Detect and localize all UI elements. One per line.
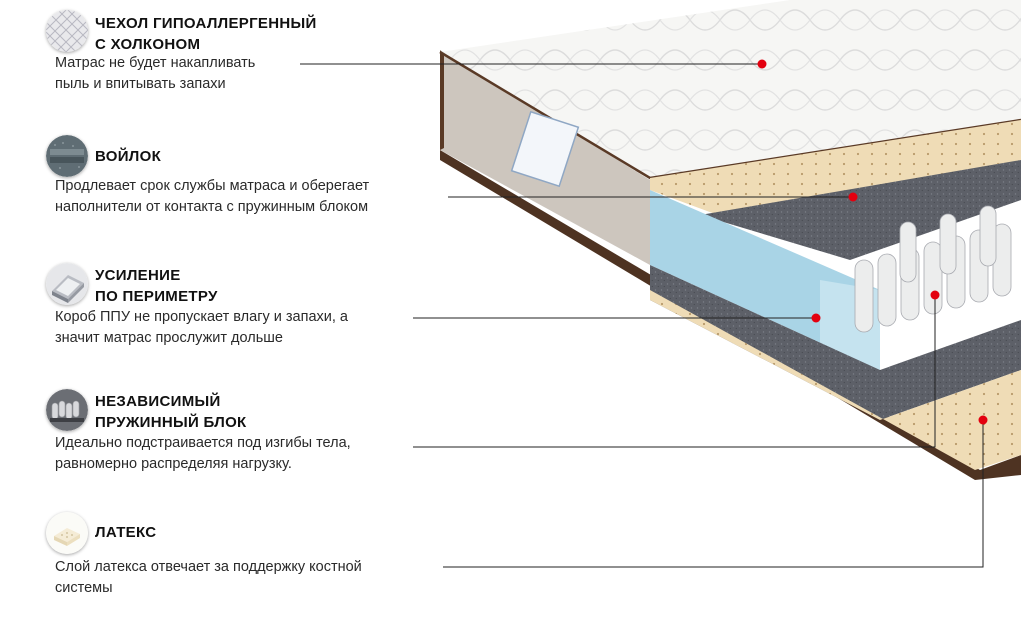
- spring-block: [854, 205, 1012, 333]
- feature-title-line1: ЛАТЕКС: [95, 524, 157, 541]
- feature-desc-line1: Матрас не будет накапливать: [55, 55, 256, 71]
- mattress-base: [440, 150, 1021, 480]
- feature-title-line1: ЧЕХОЛ ГИПОАЛЛЕРГЕННЫЙ: [95, 15, 317, 32]
- feature-desc-line1: Слой латекса отвечает за поддержку костн…: [55, 559, 362, 575]
- perimeter-frame-icon: [46, 263, 88, 305]
- feature-cover: ЧЕХОЛ ГИПОАЛЛЕРГЕННЫЙ С ХОЛКОНОМ Матрас …: [0, 0, 440, 110]
- feature-title-line1: НЕЗАВИСИМЫЙ: [95, 393, 221, 410]
- felt-layer-icon: [46, 135, 88, 177]
- feature-felt: ВОЙЛОК Продлевает срок службы матраса и …: [0, 0, 440, 215]
- product-label: [510, 110, 580, 188]
- feature-desc-line2: наполнители от контакта с пружинным блок…: [55, 199, 369, 215]
- bottom-latex-layer: [650, 290, 1021, 470]
- upper-felt-layer: [700, 160, 1021, 260]
- foam-perimeter-box: [650, 190, 880, 370]
- feature-title-line2: С ХОЛКОНОМ: [95, 36, 201, 53]
- feature-desc-line1: Продлевает срок службы матраса и оберега…: [55, 178, 370, 194]
- latex-foam-icon: [46, 512, 88, 554]
- lower-felt-layer: [650, 265, 1021, 420]
- feature-title-line1: ВОЙЛОК: [95, 148, 162, 165]
- feature-springs: НЕЗАВИСИМЫЙ ПРУЖИННЫЙ БЛОК Идеально подс…: [0, 0, 440, 472]
- feature-desc-line1: Короб ППУ не пропускает влагу и запахи, …: [55, 309, 348, 325]
- feature-desc-line1: Идеально подстраивается под изгибы тела,: [55, 435, 351, 451]
- feature-title-line2: ПО ПЕРИМЕТРУ: [95, 288, 218, 305]
- feature-desc-line2: пыль и впитывать запахи: [55, 76, 226, 92]
- top-latex-layer: [650, 120, 1021, 225]
- feature-desc-line2: значит матрас прослужит дольше: [55, 330, 283, 346]
- spring-block-icon: [46, 389, 88, 431]
- feature-title-line2: ПРУЖИННЫЙ БЛОК: [95, 414, 247, 431]
- mattress-side-panel: [440, 50, 650, 265]
- feature-perimeter: УСИЛЕНИЕ ПО ПЕРИМЕТРУ Короб ППУ не пропу…: [0, 0, 440, 346]
- markers: [757, 59, 988, 425]
- feature-desc-line2: системы: [55, 580, 113, 596]
- feature-title-line1: УСИЛЕНИЕ: [95, 267, 181, 284]
- feature-desc-line2: равномерно распределяя нагрузку.: [55, 456, 292, 472]
- feature-latex: ЛАТЕКС Слой латекса отвечает за поддержк…: [0, 0, 440, 596]
- mattress-cover: [440, 0, 1021, 178]
